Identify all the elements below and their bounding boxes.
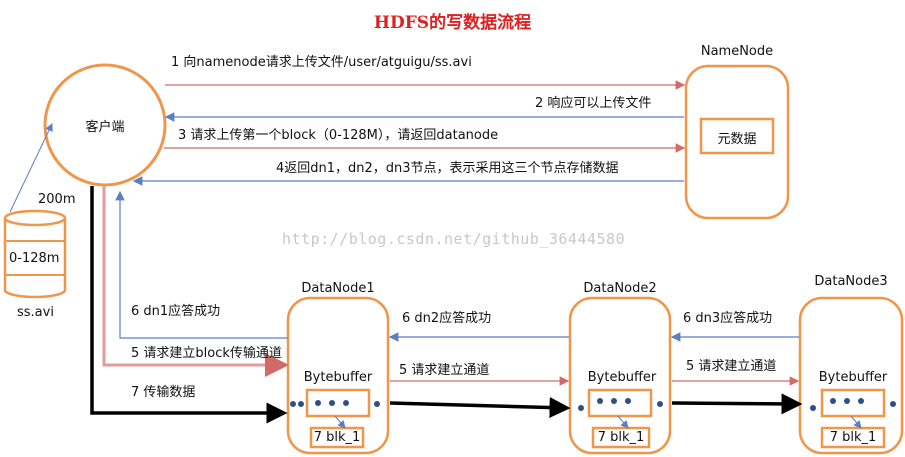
namenode-title: NameNode [700,44,774,59]
datanode3-title: DataNode3 [814,274,888,289]
dn3-blk-box [820,426,886,449]
step3-label: 3 请求上传第一个block（0-128M），请返回datanode [178,128,499,143]
file-cylinder-icon [3,209,67,299]
client-node [43,63,167,187]
file-block-label: 0-128m [9,251,60,266]
step4-label: 4返回dn1，dn2，dn3节点，表示采用这三个节点存储数据 [276,161,619,176]
step6-dn3-label: 6 dn3应答成功 [683,311,773,326]
watermark-text: http://blog.csdn.net/github_36444580 [282,230,626,248]
dn2-blk-label: 7 blk_1 [597,430,645,445]
step6-dn1-label: 6 dn1应答成功 [131,304,221,319]
arrow-transfer-dn2-dn3 [671,393,803,415]
metadata-label: 元数据 [717,132,757,147]
file-size-label: 200m [38,192,76,207]
step7-label: 7 传输数据 [131,385,196,400]
dn1-blk-box [309,426,365,449]
arrow-step6-dn1 [115,190,288,339]
metadata-box [699,117,775,155]
file-name-label: ss.avi [17,305,54,320]
arrow-step5-client [102,186,289,377]
buffer-dots [290,398,896,411]
client-label: 客户端 [85,120,125,135]
file-to-client-line [9,123,53,213]
dn3-blk-label: 7 blk_1 [829,430,877,445]
datanode1-title: DataNode1 [301,281,375,296]
step2-label: 2 响应可以上传文件 [535,96,652,111]
dn1-blk-label: 7 blk_1 [313,430,361,445]
dn3-bytebuffer-label: Bytebuffer [818,370,888,385]
diagram-title: HDFS的写数据流程 [373,13,532,33]
dn2-bytebuffer-label: Bytebuffer [587,370,657,385]
step5-client-label: 5 请求建立block传输通道 [131,346,282,361]
step5-dn1-label: 5 请求建立通道 [399,363,490,378]
step5-dn2-label: 5 请求建立通道 [686,359,777,374]
arrow-step7-client [90,186,288,424]
datanode2-title: DataNode2 [583,281,657,296]
arrow-transfer-dn1-dn2 [389,397,571,419]
step1-label: 1 向namenode请求上传文件/user/atguigu/ss.avi [171,55,472,70]
dn1-bytebuffer-label: Bytebuffer [303,370,373,385]
step6-dn2-label: 6 dn2应答成功 [402,311,492,326]
